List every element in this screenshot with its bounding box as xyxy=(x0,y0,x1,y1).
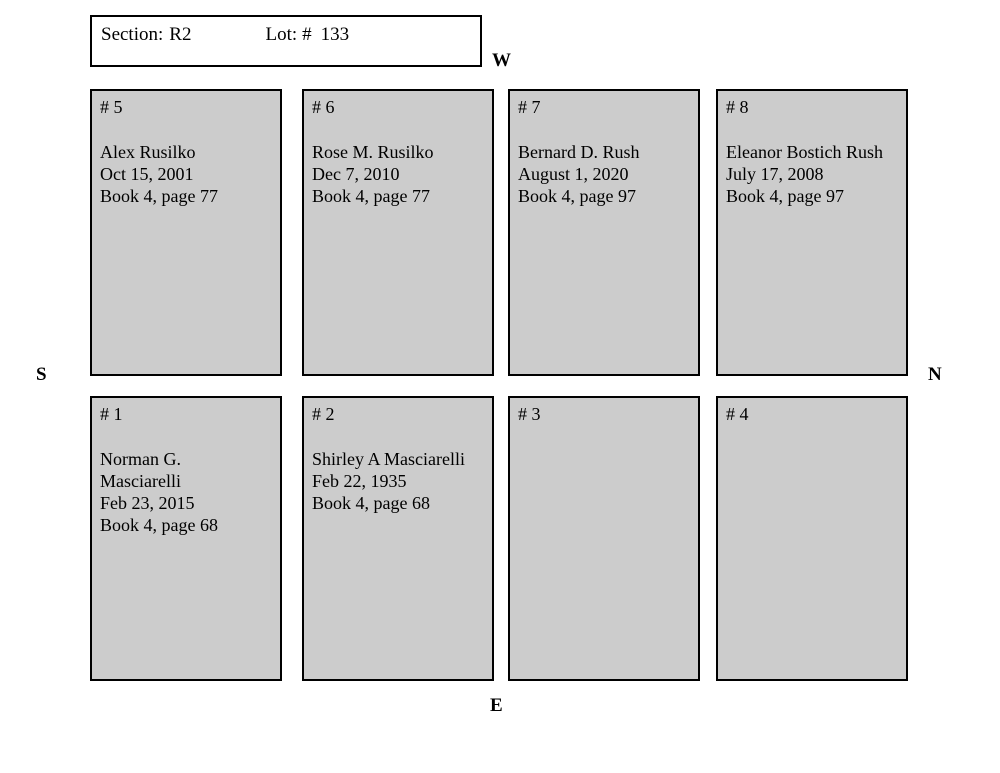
plot-cell-3[interactable]: # 3 xyxy=(508,396,700,681)
section-lot-header-box: Section:R2 Lot:#133 xyxy=(90,15,482,67)
plot-details: Rose M. Rusilko Dec 7, 2010 Book 4, page… xyxy=(312,141,488,207)
plot-reference: Book 4, page 68 xyxy=(100,515,218,535)
plot-date: Feb 22, 1935 xyxy=(312,471,407,491)
plot-number: # 4 xyxy=(726,404,749,424)
plot-number: # 1 xyxy=(100,404,123,424)
plot-name: Bernard D. Rush xyxy=(518,142,640,162)
plot-reference: Book 4, page 68 xyxy=(312,493,430,513)
plot-date: Feb 23, 2015 xyxy=(100,493,195,513)
plot-name: Rose M. Rusilko xyxy=(312,142,434,162)
compass-label-north: N xyxy=(928,364,942,385)
plot-reference: Book 4, page 77 xyxy=(312,186,430,206)
plot-cell-2[interactable]: # 2 Shirley A Masciarelli Feb 22, 1935 B… xyxy=(302,396,494,681)
lot-value: 133 xyxy=(320,24,350,45)
compass-label-east: E xyxy=(490,695,503,716)
lot-hash-symbol: # xyxy=(302,24,312,45)
plot-name: Shirley A Masciarelli xyxy=(312,449,465,469)
plot-date: July 17, 2008 xyxy=(726,164,824,184)
plot-number: # 3 xyxy=(518,404,541,424)
plot-cell-4[interactable]: # 4 xyxy=(716,396,908,681)
plot-details: Bernard D. Rush August 1, 2020 Book 4, p… xyxy=(518,141,694,207)
plot-cell-8[interactable]: # 8 Eleanor Bostich Rush July 17, 2008 B… xyxy=(716,89,908,376)
plot-cell-7[interactable]: # 7 Bernard D. Rush August 1, 2020 Book … xyxy=(508,89,700,376)
plot-name: Norman G. xyxy=(100,449,181,469)
lot-label: Lot: xyxy=(265,24,298,45)
plot-details: Alex Rusilko Oct 15, 2001 Book 4, page 7… xyxy=(100,141,276,207)
plot-cell-5[interactable]: # 5 Alex Rusilko Oct 15, 2001 Book 4, pa… xyxy=(90,89,282,376)
plot-details: Norman G. Masciarelli Feb 23, 2015 Book … xyxy=(100,448,276,536)
plot-name-continued: Masciarelli xyxy=(100,471,181,491)
plot-date: Oct 15, 2001 xyxy=(100,164,194,184)
compass-label-south: S xyxy=(36,364,47,385)
plot-reference: Book 4, page 97 xyxy=(518,186,636,206)
section-value: R2 xyxy=(169,24,192,45)
section-lot-header-text: Section:R2 Lot:#133 xyxy=(101,23,349,47)
compass-label-west: W xyxy=(492,50,511,71)
plot-name: Eleanor Bostich Rush xyxy=(726,142,883,162)
plot-cell-6[interactable]: # 6 Rose M. Rusilko Dec 7, 2010 Book 4, … xyxy=(302,89,494,376)
plot-name: Alex Rusilko xyxy=(100,142,196,162)
plot-date: Dec 7, 2010 xyxy=(312,164,400,184)
plot-number: # 5 xyxy=(100,97,123,117)
plot-number: # 7 xyxy=(518,97,541,117)
section-label: Section: xyxy=(101,24,164,45)
plot-reference: Book 4, page 77 xyxy=(100,186,218,206)
plot-details: Eleanor Bostich Rush July 17, 2008 Book … xyxy=(726,141,902,207)
plot-number: # 8 xyxy=(726,97,749,117)
plot-date: August 1, 2020 xyxy=(518,164,629,184)
plot-number: # 2 xyxy=(312,404,335,424)
plot-number: # 6 xyxy=(312,97,335,117)
plot-details: Shirley A Masciarelli Feb 22, 1935 Book … xyxy=(312,448,488,514)
plot-reference: Book 4, page 97 xyxy=(726,186,844,206)
plot-cell-1[interactable]: # 1 Norman G. Masciarelli Feb 23, 2015 B… xyxy=(90,396,282,681)
